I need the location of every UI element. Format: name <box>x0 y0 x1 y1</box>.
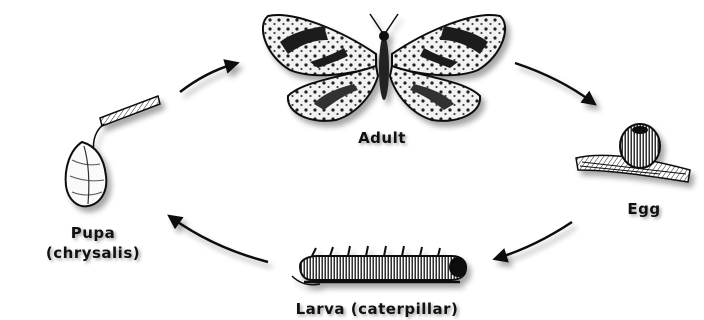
arrow-pupa-to-adult <box>180 64 234 92</box>
butterfly-icon <box>263 14 505 121</box>
arrow-egg-to-larva <box>498 222 572 258</box>
label-pupa-sub: (chrysalis) <box>28 244 158 262</box>
arrow-adult-to-egg <box>515 63 592 102</box>
label-adult: Adult <box>337 129 427 147</box>
label-pupa: Pupa <box>38 224 148 242</box>
label-larva: Larva (caterpillar) <box>262 300 492 318</box>
egg-on-leaf-icon <box>576 124 690 182</box>
chrysalis-icon <box>66 96 160 206</box>
label-egg: Egg <box>604 200 684 218</box>
arrow-larva-to-pupa <box>172 218 268 262</box>
caterpillar-icon <box>292 246 467 285</box>
